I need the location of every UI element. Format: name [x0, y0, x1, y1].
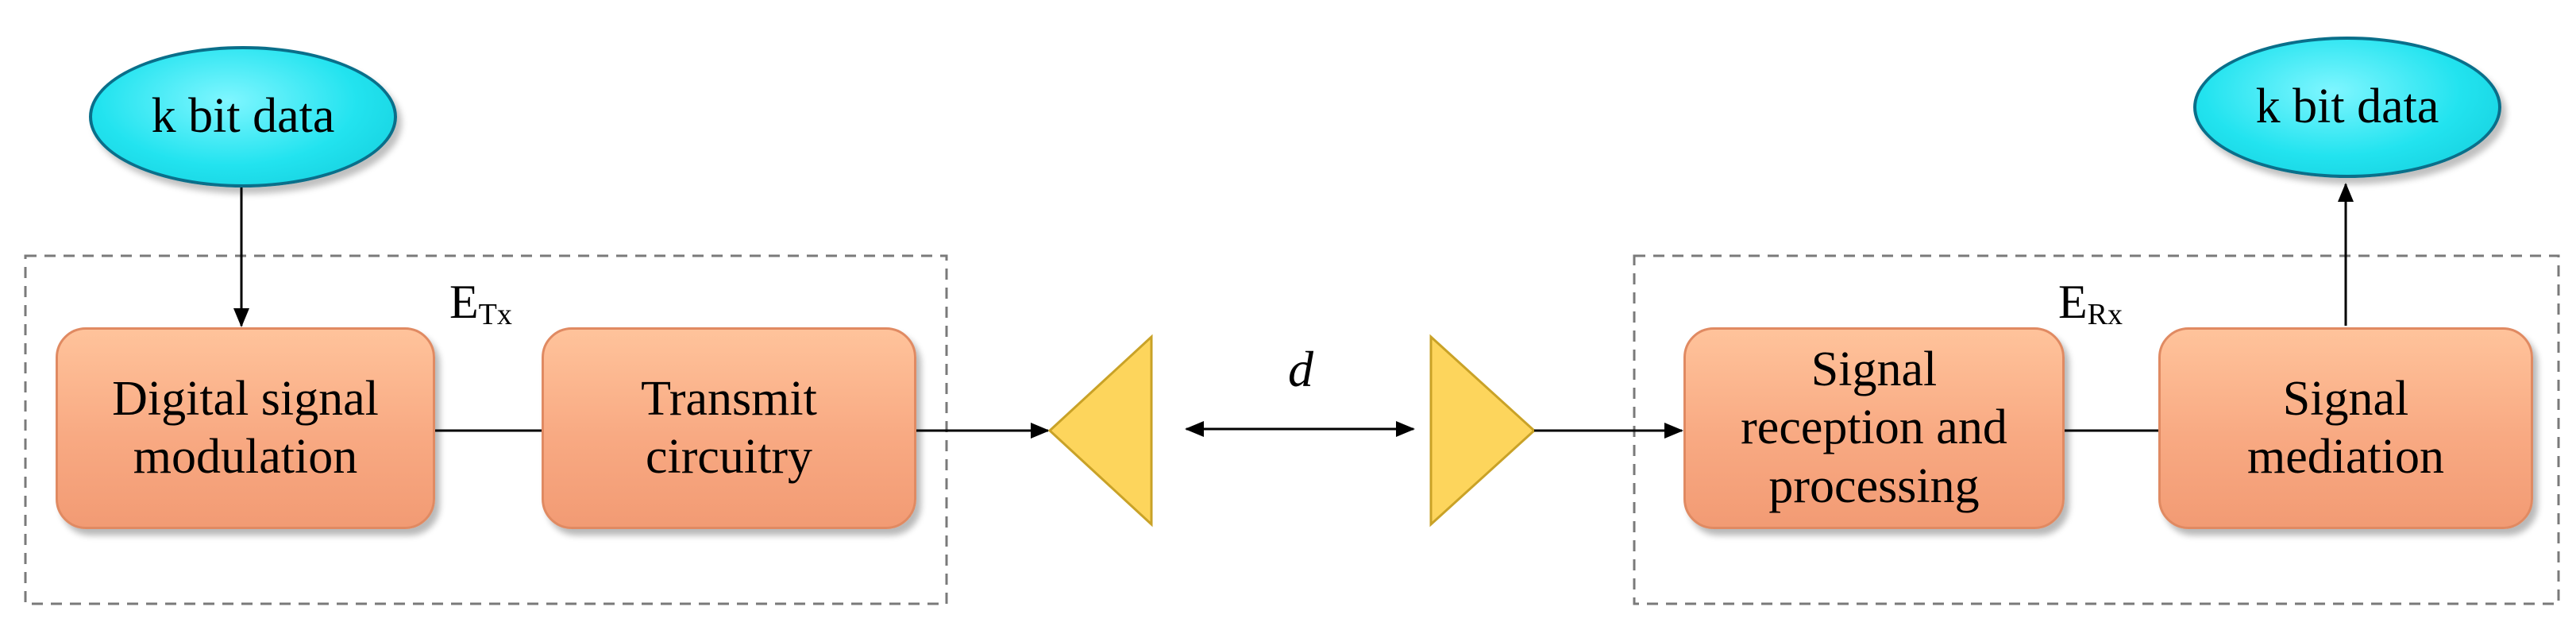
- signal-mediation-label: Signal mediation: [2247, 371, 2444, 484]
- signal-reception-label: Signal reception and processing: [1741, 342, 2007, 513]
- input-data-label: k bit data: [151, 89, 335, 144]
- digital-modulation-block: Digital signal modulation: [56, 327, 435, 529]
- tx-energy-label: ETx: [449, 276, 512, 331]
- transmit-circuitry-label: Transmit circuitry: [641, 371, 817, 484]
- distance-label: d: [1288, 341, 1313, 397]
- rx-antenna-icon: [1429, 334, 1537, 528]
- tx-antenna-icon: [1047, 334, 1153, 528]
- output-data-ellipse: k bit data: [2193, 37, 2501, 178]
- signal-reception-block: Signal reception and processing: [1683, 327, 2065, 529]
- digital-modulation-label: Digital signal modulation: [112, 371, 379, 484]
- signal-mediation-block: Signal mediation: [2158, 327, 2533, 529]
- input-data-ellipse: k bit data: [89, 46, 397, 187]
- rx-energy-label: ERx: [2058, 276, 2123, 331]
- transmit-circuitry-block: Transmit circuitry: [542, 327, 916, 529]
- output-data-label: k bit data: [2255, 79, 2439, 134]
